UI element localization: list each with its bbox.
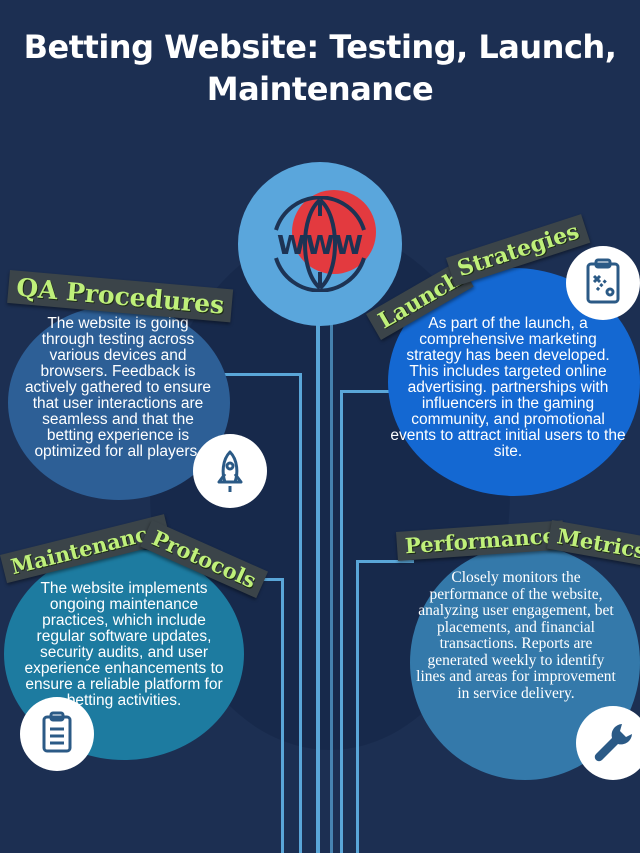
wrench-icon-circle xyxy=(576,706,640,780)
connector-line xyxy=(299,373,302,853)
qa-procedures-text: The website is going through testing acr… xyxy=(24,315,212,460)
clipboard-icon xyxy=(42,711,72,753)
connector-line xyxy=(340,390,343,853)
maintenance-protocols-text: The website implements ongoing maintenan… xyxy=(24,580,224,709)
connector-line xyxy=(356,560,359,853)
strategy-icon-circle xyxy=(566,246,640,320)
connector-line xyxy=(316,320,320,853)
connector-line xyxy=(330,320,333,853)
connector-line xyxy=(222,373,302,376)
rocket-icon xyxy=(217,450,243,492)
connector-line xyxy=(356,560,414,563)
launch-strategies-text: As part of the launch, a comprehensive m… xyxy=(390,315,626,460)
wrench-icon xyxy=(594,724,632,762)
hub-label: WWW xyxy=(277,231,363,261)
rocket-icon-circle xyxy=(193,434,267,508)
performance-metrics-text: Closely monitors the performance of the … xyxy=(416,569,616,702)
page-title: Betting Website: Testing, Launch, Mainte… xyxy=(23,28,617,108)
connector-line xyxy=(340,390,392,393)
connector-line xyxy=(281,578,284,853)
strategy-board-icon xyxy=(586,258,620,304)
www-globe-icon: WWW xyxy=(274,196,366,292)
www-hub: WWW xyxy=(238,162,402,326)
clipboard-icon-circle xyxy=(20,697,94,771)
